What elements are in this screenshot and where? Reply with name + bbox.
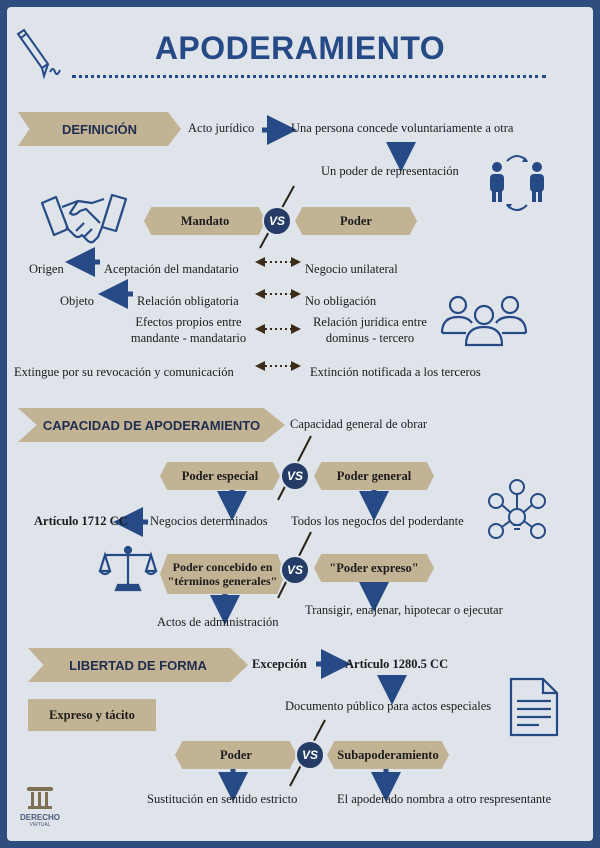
tag-subapoderamiento: Subapoderamiento bbox=[327, 741, 449, 769]
vs-badge: VS bbox=[262, 206, 292, 236]
todos-negocios: Todos los negocios del poderdante bbox=[291, 514, 464, 528]
negocios-determinados: Negocios determinados bbox=[150, 514, 268, 528]
relacion-juridica-text: Relación jurídica entre dominus - tercer… bbox=[313, 315, 427, 345]
tag-poder-general: Poder general bbox=[314, 462, 434, 490]
page: APODERAMIENTO DEFINICIÓN Acto jurídico U… bbox=[7, 7, 593, 841]
capacidad-general-text: Capacidad general de obrar bbox=[290, 417, 428, 431]
banner-definicion: DEFINICIÓN bbox=[18, 112, 181, 146]
pen-icon bbox=[16, 28, 61, 80]
document-icon bbox=[509, 677, 559, 737]
acto-juridico: Acto jurídico bbox=[188, 121, 255, 135]
logo-line2: VIRTUAL bbox=[29, 822, 51, 828]
sustitucion-text: Sustitución en sentido estricto bbox=[147, 792, 298, 806]
articulo-1712: Artículo 1712 CC bbox=[34, 514, 128, 528]
network-icon bbox=[488, 479, 546, 539]
banner-libertad: LIBERTAD DE FORMA bbox=[28, 648, 248, 682]
efectos-text: Efectos propios entre mandante - mandata… bbox=[130, 315, 247, 345]
extincion-text: Extinción notificada a los terceros bbox=[310, 365, 481, 379]
extingue-text: Extingue por su revocación y comunicació… bbox=[14, 365, 234, 379]
tag-poder: Poder bbox=[295, 207, 417, 235]
persona-concede: Una persona concede voluntariamente a ot… bbox=[291, 121, 514, 135]
vs-badge: VS bbox=[295, 740, 325, 770]
tag-mandato: Mandato bbox=[144, 207, 266, 235]
poder-representacion: Un poder de representación bbox=[321, 164, 459, 178]
column-icon bbox=[27, 787, 53, 809]
transigir-text: Transigir, enajenar, hipotecar o ejecuta… bbox=[305, 603, 503, 617]
documento-publico: Documento público para actos especiales bbox=[285, 699, 492, 713]
people-exchange-icon bbox=[490, 155, 544, 211]
objeto-label: Objeto bbox=[60, 294, 95, 308]
title-divider bbox=[72, 75, 546, 78]
group-icon bbox=[440, 295, 528, 347]
articulo-1280: Artículo 1280.5 CC bbox=[345, 657, 449, 671]
scales-icon bbox=[98, 545, 158, 592]
tag-poder-concebido: Poder concebido en "términos generales" bbox=[160, 554, 285, 594]
tag-poder-expreso: "Poder expreso" bbox=[314, 554, 434, 582]
page-title: APODERAMIENTO bbox=[154, 30, 446, 66]
no-obligacion-text: No obligación bbox=[305, 294, 377, 308]
nombra-text: El apoderado nombra a otro respresentant… bbox=[337, 792, 552, 806]
handshake-icon bbox=[40, 193, 128, 244]
origen-label: Origen bbox=[29, 262, 64, 276]
logo-line1: DERECHO bbox=[19, 813, 60, 822]
tag-poder: Poder bbox=[175, 741, 297, 769]
tag-expreso-tacito: Expreso y tácito bbox=[28, 699, 156, 731]
relacion-text: Relación obligatoria bbox=[137, 294, 239, 308]
tag-poder-especial: Poder especial bbox=[160, 462, 280, 490]
vs-badge: VS bbox=[280, 461, 310, 491]
actos-administracion: Actos de administración bbox=[157, 615, 279, 629]
banner-capacidad: CAPACIDAD DE APODERAMIENTO bbox=[18, 408, 285, 442]
vs-badge: VS bbox=[280, 555, 310, 585]
excepcion-label: Excepción bbox=[252, 657, 307, 671]
aceptacion-text: Aceptación del mandatario bbox=[104, 262, 239, 276]
negocio-text: Negocio unilateral bbox=[305, 262, 398, 276]
